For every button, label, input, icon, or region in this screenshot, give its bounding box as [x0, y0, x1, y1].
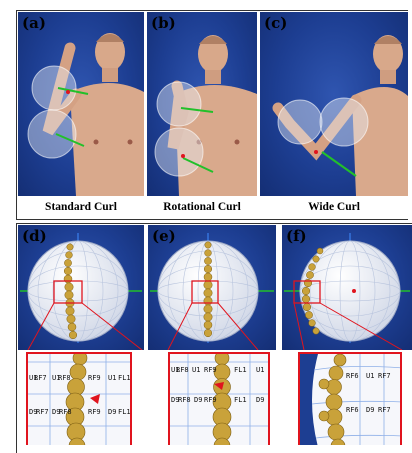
grid-cell-label: RF7	[378, 372, 391, 380]
grid-cell-label: RF6	[346, 406, 359, 414]
zoom-grid-f-illustration	[300, 354, 402, 445]
sphere-grid-rotational-illustration	[148, 225, 276, 350]
sphere-grid-standard-illustration	[18, 225, 144, 350]
grid-cell-label: RF9	[204, 396, 217, 404]
panel-b-render: (b)	[147, 12, 257, 196]
zoom-inset-e: U1 RF8 U1 RF9 FL1 U1 D9 RF8 D9 RF9 FL1 D…	[168, 352, 270, 445]
grid-cell-label: RF8	[59, 408, 72, 416]
grid-cell-label: RF7	[34, 374, 47, 382]
grid-cell-label: RF8	[178, 396, 191, 404]
grid-cell-label: FL1	[118, 408, 131, 416]
grid-cell-label: D9	[256, 396, 264, 404]
panel-f-render: (f)	[282, 225, 412, 350]
grid-cell-label: RF9	[88, 408, 101, 416]
zoom-inset-f: RF6 U1 RF7 RF6 D9 RF7	[298, 352, 402, 445]
zoom-inset-d: U1 RF7 U1 RF8 RF9 U1 FL1 D9 RF7 D9 RF8 R…	[26, 352, 132, 445]
grid-cell-label: RF7	[36, 408, 49, 416]
grid-cell-label: FL1	[234, 396, 247, 404]
grid-cell-label: D9	[194, 396, 202, 404]
panel-d-render: (d)	[18, 225, 144, 350]
grid-cell-label: RF8	[176, 366, 189, 374]
grid-cell-label: U1	[366, 372, 374, 380]
panel-c-render: (c)	[260, 12, 408, 196]
caption-rotational-curl: Rotational Curl	[147, 201, 257, 213]
grid-cell-label: RF9	[88, 374, 101, 382]
avatar-wide-curl-illustration	[260, 12, 408, 196]
grid-cell-label: U1	[256, 366, 264, 374]
grid-cell-label: RF8	[58, 374, 71, 382]
grid-cell-label: RF7	[378, 406, 391, 414]
caption-wide-curl: Wide Curl	[260, 201, 408, 213]
avatar-standard-curl-illustration	[18, 12, 144, 196]
grid-cell-label: D9	[108, 408, 116, 416]
panel-e-render: (e)	[148, 225, 276, 350]
avatar-rotational-curl-illustration	[147, 12, 257, 196]
grid-cell-label: D9	[366, 406, 374, 414]
grid-cell-label: FL1	[234, 366, 247, 374]
grid-cell-label: U1	[192, 366, 200, 374]
grid-cell-label: RF9	[204, 366, 217, 374]
sphere-grid-wide-illustration	[282, 225, 412, 350]
panel-a-render: (a)	[18, 12, 144, 196]
zoom-grid-d-illustration	[28, 354, 132, 445]
grid-cell-label: FL1	[118, 374, 131, 382]
grid-cell-label: U1	[108, 374, 116, 382]
caption-standard-curl: Standard Curl	[18, 201, 144, 213]
grid-cell-label: RF6	[346, 372, 359, 380]
